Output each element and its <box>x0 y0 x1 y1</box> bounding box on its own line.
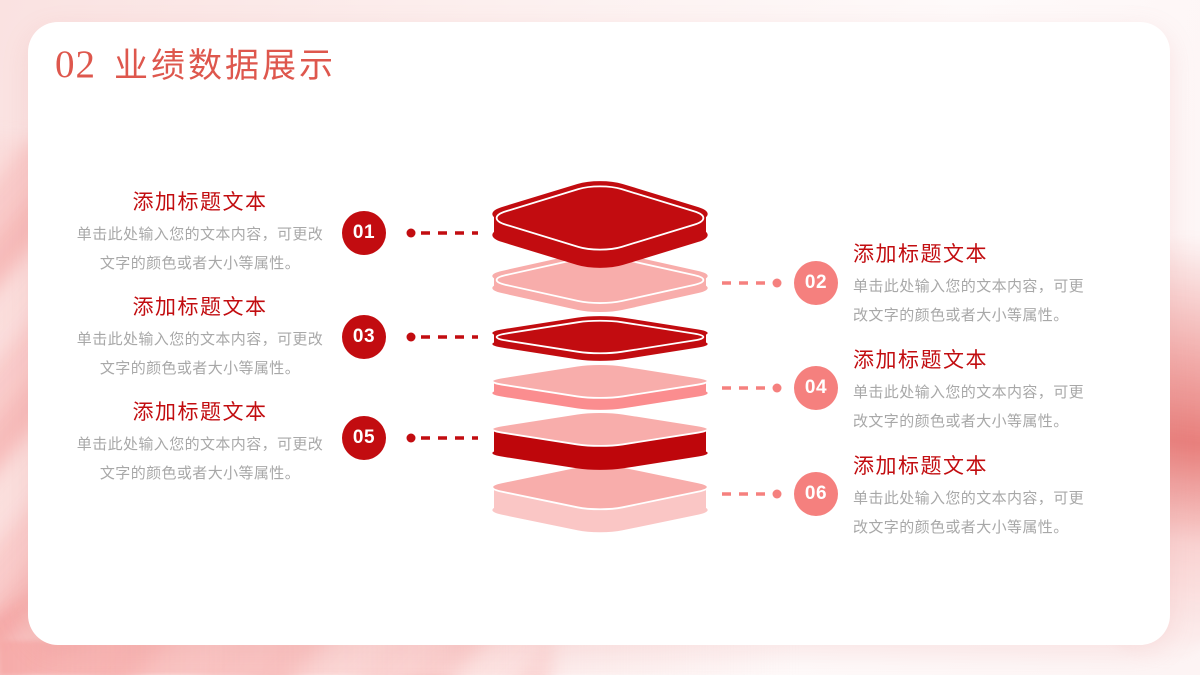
item-03-text: 添加标题文本 单击此处输入您的文本内容，可更改文字的颜色或者大小等属性。 <box>70 291 330 384</box>
connector-dot <box>406 332 416 342</box>
connector-dot <box>406 433 416 443</box>
item-01-title: 添加标题文本 <box>132 190 268 214</box>
item-01-body: 单击此处输入您的文本内容，可更改文字的颜色或者大小等属性。 <box>76 227 324 272</box>
layer-6 <box>479 462 721 533</box>
page-title: 业绩数据展示 <box>114 48 336 85</box>
connector-dot <box>772 278 782 288</box>
item-03-title: 添加标题文本 <box>132 295 268 319</box>
item-02-badge: 02 <box>794 261 838 305</box>
item-02-text: 添加标题文本 单击此处输入您的文本内容，可更改文字的颜色或者大小等属性。 <box>853 238 1089 331</box>
connector-dot <box>772 489 782 499</box>
item-04-text: 添加标题文本 单击此处输入您的文本内容，可更改文字的颜色或者大小等属性。 <box>853 344 1089 437</box>
item-04-title: 添加标题文本 <box>853 348 988 372</box>
item-03-badge: 03 <box>342 315 386 359</box>
section-number: 02 <box>55 43 96 86</box>
item-01-text: 添加标题文本 单击此处输入您的文本内容，可更改文字的颜色或者大小等属性。 <box>70 186 330 279</box>
layer-1 <box>492 181 708 268</box>
connector-dot <box>772 383 782 393</box>
item-04-badge: 04 <box>794 366 838 410</box>
item-01-badge: 01 <box>342 211 386 255</box>
connector-dot <box>406 228 416 238</box>
background-bottom-band <box>0 641 800 675</box>
item-04-body: 单击此处输入您的文本内容，可更改文字的颜色或者大小等属性。 <box>853 385 1085 430</box>
item-05-body: 单击此处输入您的文本内容，可更改文字的颜色或者大小等属性。 <box>76 437 324 482</box>
item-06-title: 添加标题文本 <box>853 454 988 478</box>
item-05-badge: 05 <box>342 416 386 460</box>
layer-4 <box>479 362 721 410</box>
layer-5 <box>479 410 721 470</box>
slide-title: 02 业绩数据展示 <box>55 38 336 87</box>
layer-3 <box>492 316 708 361</box>
item-05-title: 添加标题文本 <box>132 400 268 424</box>
item-03-body: 单击此处输入您的文本内容，可更改文字的颜色或者大小等属性。 <box>76 332 324 377</box>
item-02-title: 添加标题文本 <box>853 242 988 266</box>
item-02-body: 单击此处输入您的文本内容，可更改文字的颜色或者大小等属性。 <box>853 279 1085 324</box>
item-06-badge: 06 <box>794 472 838 516</box>
item-06-body: 单击此处输入您的文本内容，可更改文字的颜色或者大小等属性。 <box>853 491 1085 536</box>
layer-2 <box>492 251 708 313</box>
item-06-text: 添加标题文本 单击此处输入您的文本内容，可更改文字的颜色或者大小等属性。 <box>853 450 1089 543</box>
item-05-text: 添加标题文本 单击此处输入您的文本内容，可更改文字的颜色或者大小等属性。 <box>70 396 330 489</box>
